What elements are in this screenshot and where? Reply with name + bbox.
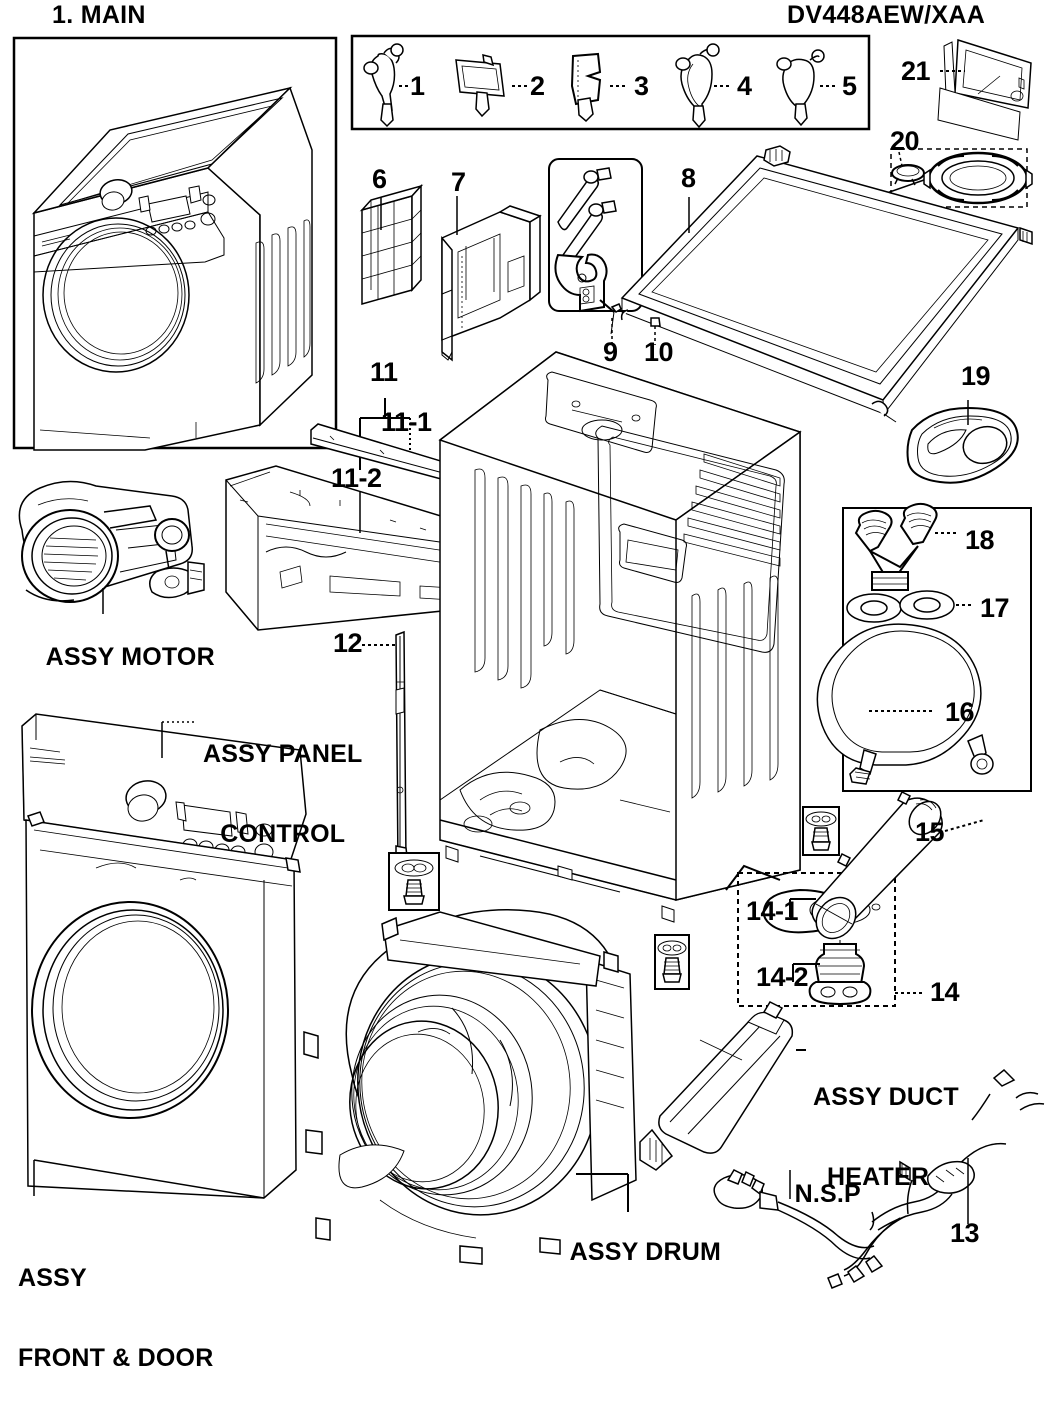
assy-drum-line-1: ASSY DRUM <box>569 1237 722 1266</box>
assy-front-line-1: ASSY <box>18 1264 87 1292</box>
leg-assembly-box <box>737 872 896 1007</box>
callout-1: 1 <box>410 71 425 101</box>
part-5-wire-clip-c <box>776 49 838 127</box>
leader-assy-panel-control <box>161 721 196 758</box>
callout-10: 10 <box>644 337 674 367</box>
hinge-parts <box>554 167 617 313</box>
part-19-filter-cover <box>906 406 1019 484</box>
part-1-wire-clip <box>363 43 410 128</box>
part-2-wire-clamp <box>455 54 527 118</box>
callout-14-1: 14-1 <box>746 896 799 926</box>
callout-7: 7 <box>451 167 466 197</box>
hinge-parts-box-border <box>548 158 643 312</box>
callout-2: 2 <box>530 71 545 101</box>
duct-heater-assembly-drawing <box>639 1001 794 1171</box>
callout-9: 9 <box>603 337 618 367</box>
callout-11-2: 11-2 <box>331 463 382 493</box>
lint-filter-housing <box>923 151 1033 205</box>
callout-11-1: 11-1 <box>381 407 432 437</box>
motor-blower-assembly-drawing <box>18 480 205 603</box>
dryer-full-unit-drawing <box>31 86 313 451</box>
callout-14: 14 <box>930 977 960 1007</box>
callout-3: 3 <box>634 71 649 101</box>
part-4-wire-clip-b <box>675 43 732 129</box>
part-12-side-bracket <box>395 630 409 868</box>
clips-box-border <box>350 34 871 131</box>
part-20-clamp <box>877 151 925 197</box>
leader-15 <box>944 819 985 832</box>
label-nsp: N.S.P <box>766 1154 861 1234</box>
drum-assembly-drawing <box>303 909 637 1265</box>
callout-15: 15 <box>915 817 945 847</box>
nsp-line-1: N.S.P <box>794 1179 861 1208</box>
part-8-top-panel <box>620 145 1033 423</box>
callout-20: 20 <box>890 126 920 156</box>
assy-front-line-2: FRONT & DOOR <box>18 1343 214 1372</box>
part-7-duct-housing <box>441 205 542 362</box>
part-13-wire-harness <box>827 1068 1045 1289</box>
part-6-lint-grille <box>359 184 424 305</box>
callout-8: 8 <box>681 163 696 193</box>
callout-21: 21 <box>901 56 931 86</box>
front-door-assembly-drawing <box>21 713 307 1199</box>
label-assy-panel-control: ASSY PANEL CONTROL <box>203 688 362 900</box>
main-unit-box-border <box>12 36 338 450</box>
callout-16: 16 <box>945 697 975 727</box>
foot-detail-box-3 <box>802 806 840 856</box>
label-assy-drum: ASSY DRUM <box>542 1212 721 1292</box>
model-number: DV448AEW/XAA <box>787 1 986 29</box>
part-15-duct-tube <box>811 790 943 940</box>
foot-detail-box-1 <box>388 852 440 911</box>
callout-11: 11 <box>370 357 398 387</box>
diagram-artwork <box>12 34 1045 1289</box>
label-assy-motor: ASSY MOTOR <box>18 617 215 697</box>
label-assy-front-door: ASSY FRONT & DOOR <box>18 1212 213 1424</box>
callout-18: 18 <box>965 525 995 555</box>
part-21-control-board <box>937 38 1032 141</box>
part-10-screw <box>650 317 661 345</box>
assy-duct-line-2: HEATER <box>827 1162 930 1191</box>
part-3-hook-clip <box>570 52 628 123</box>
callout-17: 17 <box>980 593 1010 623</box>
callout-12: 12 <box>333 628 363 658</box>
callout-14-2: 14-2 <box>756 962 809 992</box>
assy-motor-line-1: ASSY MOTOR <box>45 642 215 671</box>
foot-detail-box-2 <box>654 934 690 990</box>
part-17-washers <box>846 590 972 623</box>
label-assy-duct-heater: ASSY DUCT HEATER <box>813 1031 959 1243</box>
callout-13: 13 <box>950 1218 980 1248</box>
parts-diagram-page: 1. MAIN DV448AEW/XAA <box>12 1 1045 1371</box>
part-18-y-connector <box>854 502 956 591</box>
page-title: 1. MAIN <box>52 1 146 29</box>
callout-19: 19 <box>961 361 991 391</box>
assy-duct-line-1: ASSY DUCT <box>813 1083 959 1111</box>
callout-14-leaders <box>789 898 925 994</box>
cabinet-shell <box>438 351 802 923</box>
assy-panel-line-2: CONTROL <box>220 819 346 848</box>
leader-assy-drum <box>576 1173 629 1212</box>
assy-panel-line-1: ASSY PANEL <box>203 740 363 768</box>
callout-5: 5 <box>842 71 857 101</box>
leader-front-door-hook <box>33 1159 265 1199</box>
part-16-hose <box>816 623 994 785</box>
callout-4: 4 <box>737 71 752 101</box>
part-9-screw <box>610 303 622 345</box>
callout-6: 6 <box>372 164 387 194</box>
